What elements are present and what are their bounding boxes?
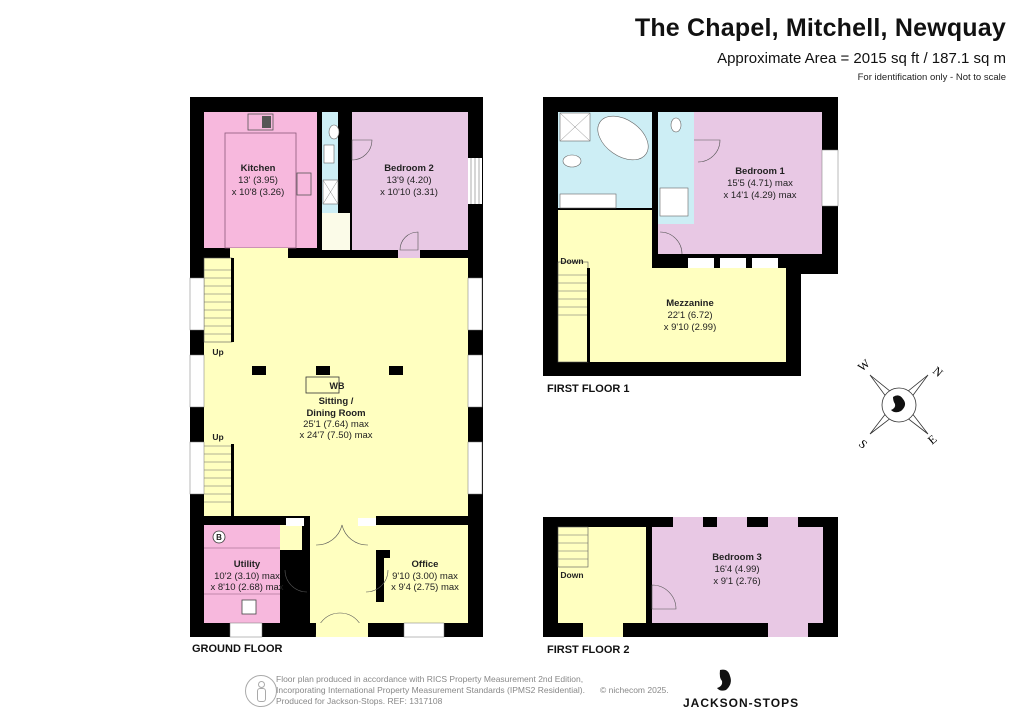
scale-disclaimer: For identification only - Not to scale bbox=[857, 72, 1006, 83]
svg-text:13'9 (4.20): 13'9 (4.20) bbox=[386, 175, 431, 186]
ground-floor-plan bbox=[189, 97, 483, 638]
svg-text:S: S bbox=[856, 437, 870, 452]
utility-label: Utility bbox=[234, 559, 261, 570]
bedroom-1-room bbox=[694, 112, 822, 254]
svg-text:N: N bbox=[930, 364, 946, 381]
property-title: The Chapel, Mitchell, Newquay bbox=[634, 14, 1006, 42]
boiler-label: B bbox=[216, 533, 222, 542]
bedroom-1-label: Bedroom 1 bbox=[735, 166, 785, 177]
entrance-hall bbox=[310, 516, 376, 623]
svg-text:E: E bbox=[925, 432, 940, 447]
approximate-area: Approximate Area = 2015 sq ft / 187.1 sq… bbox=[717, 50, 1006, 67]
stairs-down-label: Down bbox=[560, 570, 583, 580]
wood-burner-label: WB bbox=[330, 381, 345, 391]
first-floor-1-plan bbox=[543, 97, 839, 376]
bedroom-3-label: Bedroom 3 bbox=[712, 552, 762, 563]
kitchen-label: Kitchen bbox=[241, 163, 276, 174]
office-room bbox=[376, 525, 468, 623]
svg-text:x 8'10 (2.68) max: x 8'10 (2.68) max bbox=[210, 582, 283, 593]
svg-text:x 9'4 (2.75) max: x 9'4 (2.75) max bbox=[391, 582, 459, 593]
compass-icon: W N S E bbox=[855, 356, 946, 452]
svg-text:x 9'1 (2.76): x 9'1 (2.76) bbox=[713, 576, 760, 587]
brand-name: JACKSON-STOPS bbox=[683, 696, 800, 710]
copyright: © nichecom 2025. bbox=[600, 685, 669, 695]
first-floor-1-label: FIRST FLOOR 1 bbox=[547, 383, 630, 395]
first-floor-2-label: FIRST FLOOR 2 bbox=[547, 644, 630, 656]
svg-text:16'4 (4.99): 16'4 (4.99) bbox=[714, 564, 759, 575]
bedroom-2-room bbox=[352, 112, 468, 250]
first-floor-2-plan bbox=[543, 517, 838, 637]
svg-text:25'1 (7.64) max: 25'1 (7.64) max bbox=[303, 419, 369, 430]
svg-text:x 10'8 (3.26): x 10'8 (3.26) bbox=[232, 187, 285, 198]
stairs-up-label: Up bbox=[212, 347, 223, 357]
office-label: Office bbox=[412, 559, 439, 570]
svg-text:Dining Room: Dining Room bbox=[306, 408, 365, 419]
svg-text:x 14'1 (4.29) max: x 14'1 (4.29) max bbox=[723, 190, 796, 201]
sitting-dining-label: Sitting / bbox=[319, 396, 354, 407]
svg-text:9'10 (3.00) max: 9'10 (3.00) max bbox=[392, 571, 458, 582]
jackson-stops-logo-icon bbox=[717, 669, 731, 691]
footer-disclaimer: Floor plan produced in accordance with R… bbox=[276, 674, 585, 706]
svg-text:10'2 (3.10) max: 10'2 (3.10) max bbox=[214, 571, 280, 582]
bedroom-2-label: Bedroom 2 bbox=[384, 163, 434, 174]
svg-text:x 24'7 (7.50) max: x 24'7 (7.50) max bbox=[299, 430, 372, 441]
mezzanine-label: Mezzanine bbox=[666, 298, 714, 309]
svg-text:13' (3.95): 13' (3.95) bbox=[238, 175, 278, 186]
person-icon bbox=[245, 675, 277, 707]
svg-text:22'1 (6.72): 22'1 (6.72) bbox=[667, 310, 712, 321]
stairs-up-label: Up bbox=[212, 432, 223, 442]
bedroom-3-room bbox=[652, 527, 823, 623]
stairs-down-label: Down bbox=[560, 256, 583, 266]
svg-text:15'5 (4.71) max: 15'5 (4.71) max bbox=[727, 178, 793, 189]
svg-text:x 10'10 (3.31): x 10'10 (3.31) bbox=[380, 187, 438, 198]
svg-text:x 9'10 (2.99): x 9'10 (2.99) bbox=[664, 322, 717, 333]
ground-floor-label: GROUND FLOOR bbox=[192, 643, 283, 655]
svg-text:W: W bbox=[855, 356, 873, 374]
